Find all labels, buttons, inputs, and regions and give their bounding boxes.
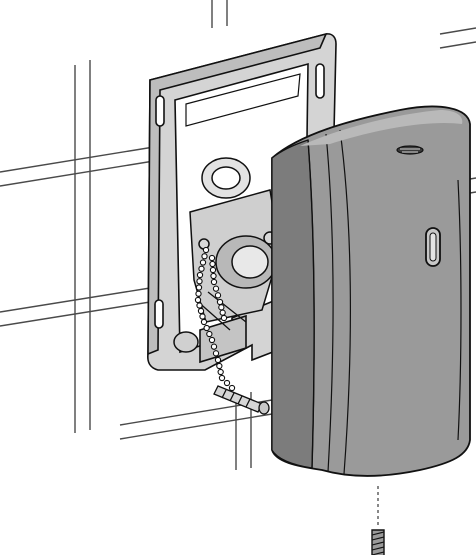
chain-bead bbox=[206, 330, 213, 338]
chain-bead bbox=[208, 336, 216, 344]
chain-bead bbox=[196, 271, 204, 279]
chain-bead bbox=[200, 318, 208, 326]
cover-top-highlight bbox=[300, 110, 463, 146]
frame-lower-tab bbox=[199, 314, 247, 364]
chain-bead bbox=[219, 309, 226, 316]
tile-joint bbox=[439, 41, 476, 49]
tile-joint bbox=[0, 145, 161, 173]
tile-joint bbox=[119, 413, 273, 440]
chain-bead bbox=[210, 278, 218, 286]
chain-bead bbox=[209, 266, 217, 274]
valve-cartridge-face bbox=[231, 245, 269, 279]
logo-mark-shape bbox=[396, 145, 424, 155]
screw-thread bbox=[371, 531, 385, 555]
chain-bead bbox=[214, 292, 222, 299]
valve-upper-port-inner bbox=[211, 166, 241, 190]
sensor-cover bbox=[271, 105, 471, 477]
drain-knob bbox=[173, 331, 199, 353]
chain-bead bbox=[220, 314, 228, 322]
frame-slot-top-left bbox=[155, 95, 165, 127]
chain-bead bbox=[216, 298, 224, 306]
chain-bead bbox=[198, 265, 205, 272]
chain-bead bbox=[208, 254, 216, 262]
cover-groove bbox=[325, 133, 334, 473]
frame-inner-rib bbox=[185, 73, 301, 127]
frame-slot-mid-left bbox=[154, 299, 164, 329]
frame-rim-shade bbox=[147, 32, 328, 356]
chain-bead bbox=[217, 368, 224, 376]
logo-mark-lines bbox=[400, 148, 420, 153]
cover-right-edge bbox=[457, 179, 462, 441]
bead-chain bbox=[194, 246, 236, 392]
tile-joint bbox=[0, 159, 161, 187]
chain-bead bbox=[218, 374, 226, 382]
chain-bead bbox=[228, 384, 236, 392]
chain-bead bbox=[195, 284, 203, 291]
chain-bead bbox=[216, 362, 223, 370]
retaining-pin bbox=[213, 385, 270, 415]
chain-bead bbox=[197, 307, 205, 315]
chain-bead bbox=[199, 313, 206, 320]
cover-groove bbox=[339, 129, 351, 475]
chain-bead bbox=[214, 356, 222, 364]
chain-bead bbox=[203, 324, 210, 332]
chain-bead bbox=[201, 253, 208, 260]
cover-left-flank bbox=[271, 139, 315, 469]
chain-bead bbox=[223, 379, 231, 387]
retaining-pin-shaft bbox=[213, 385, 263, 413]
chain-bead bbox=[212, 350, 220, 357]
chain-bead bbox=[209, 260, 216, 268]
fixing-screw bbox=[371, 486, 385, 555]
chain-bead bbox=[212, 285, 220, 292]
cover-body bbox=[271, 105, 471, 477]
chain-bead bbox=[202, 246, 210, 254]
chain-bead bbox=[210, 272, 217, 280]
frame-slot-top-right bbox=[315, 63, 325, 99]
retaining-pin-tip bbox=[258, 401, 270, 415]
sensor-window-inner bbox=[429, 232, 437, 262]
chain-bead bbox=[195, 290, 202, 297]
brand-logo-mark bbox=[396, 145, 424, 155]
tile-joint bbox=[439, 27, 476, 35]
valve-assembly bbox=[173, 157, 281, 353]
chain-bead bbox=[199, 259, 207, 266]
cover-groove bbox=[307, 139, 315, 469]
chain-bead bbox=[210, 343, 218, 350]
chain-bead bbox=[194, 296, 202, 304]
chain-bead bbox=[196, 302, 203, 309]
chain-bead bbox=[218, 304, 225, 311]
chain-bead bbox=[196, 278, 203, 285]
retaining-pin-ridges bbox=[221, 389, 251, 408]
